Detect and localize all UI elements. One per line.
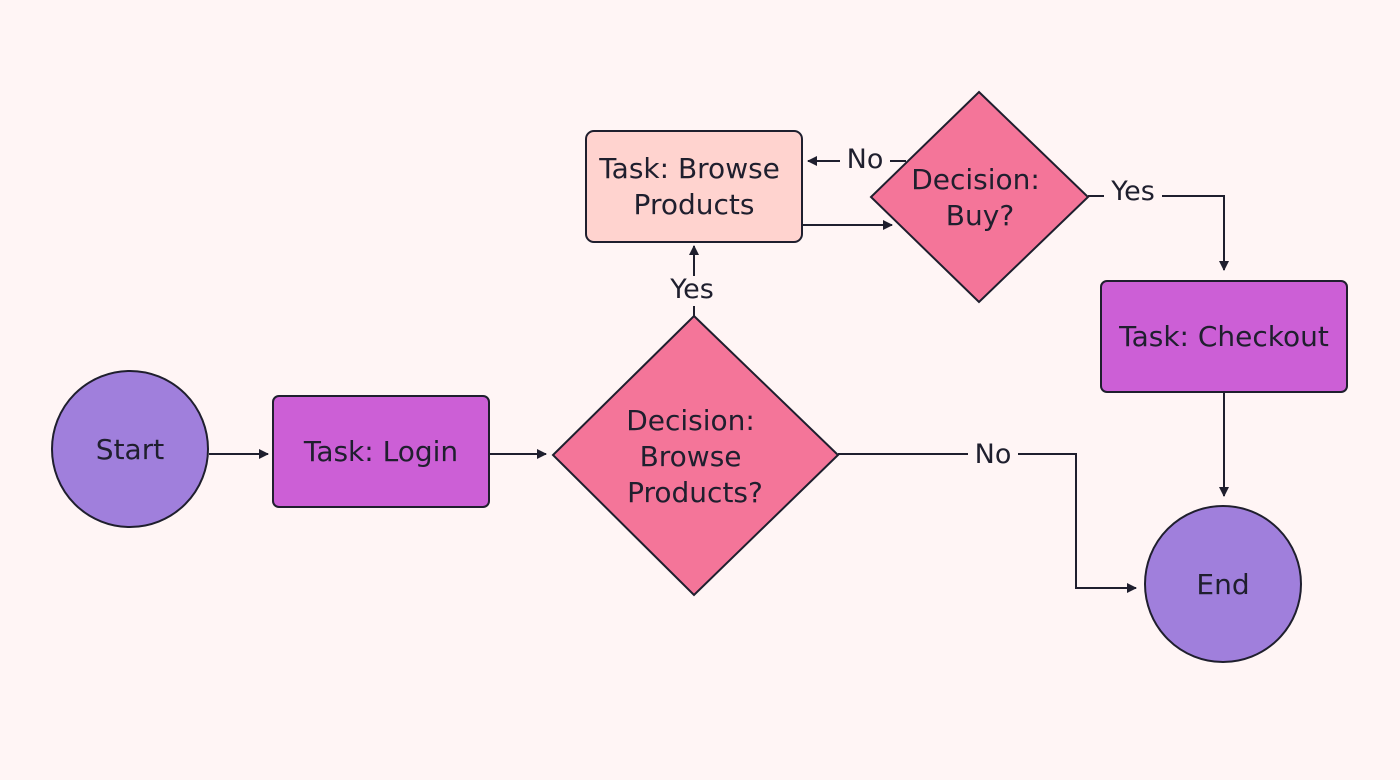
node-decision-browse-label: Decision: Browse Products? bbox=[626, 404, 764, 509]
node-checkout-label: Task: Checkout bbox=[1118, 320, 1329, 353]
node-end[interactable]: End bbox=[1144, 505, 1302, 663]
node-checkout[interactable]: Task: Checkout bbox=[1100, 280, 1348, 393]
node-start-label: Start bbox=[96, 433, 164, 466]
edge-label-browse-yes: Yes bbox=[669, 274, 714, 305]
node-start[interactable]: Start bbox=[51, 370, 209, 528]
node-login-label: Task: Login bbox=[303, 435, 458, 468]
edge-decision-browse-no bbox=[838, 453, 1136, 588]
node-decision-buy[interactable]: Decision: Buy? bbox=[869, 90, 1090, 304]
node-decision-browse[interactable]: Decision: Browse Products? bbox=[551, 314, 840, 597]
edge-decision-buy-yes bbox=[1088, 195, 1224, 270]
node-login[interactable]: Task: Login bbox=[272, 395, 490, 508]
edge-label-buy-no: No bbox=[847, 144, 884, 175]
edge-label-buy-yes: Yes bbox=[1110, 176, 1155, 207]
node-browse-products[interactable]: Task: Browse Products bbox=[585, 130, 803, 243]
node-end-label: End bbox=[1196, 568, 1249, 601]
node-browse-products-label: Task: Browse Products bbox=[598, 152, 789, 221]
node-decision-buy-label: Decision: Buy? bbox=[911, 163, 1049, 232]
edge-label-browse-no: No bbox=[975, 439, 1012, 470]
